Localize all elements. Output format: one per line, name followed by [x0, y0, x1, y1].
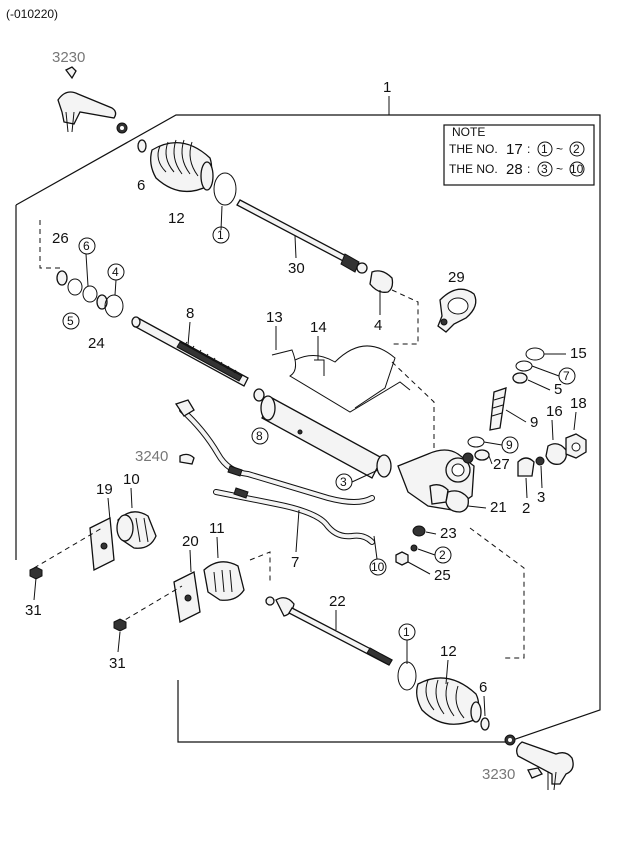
date-code: (-010220): [6, 7, 58, 21]
label-13: 13: [266, 309, 283, 326]
dust-boot-top: [137, 139, 237, 231]
note-line2-from: 3: [541, 162, 548, 176]
note-box: NOTE THE NO. 17 : 1 ~ 2 THE NO. 28 : 3 ~…: [443, 124, 595, 186]
label-1: 1: [383, 79, 391, 96]
tie-rod-end-bottom: [504, 734, 574, 791]
label-11: 11: [209, 520, 225, 537]
label-24: 24: [88, 335, 105, 352]
assembly-frame: [15, 96, 601, 743]
label-12-top: 12: [168, 210, 185, 227]
circled-8-text: 8: [256, 429, 263, 443]
mount-bracket-right: [173, 561, 245, 623]
label-3230-bottom: 3230: [482, 766, 515, 783]
note-line1-colon: :: [527, 142, 530, 156]
label-16: 16: [546, 403, 563, 420]
hose-assembly: [174, 399, 375, 545]
label-21: 21: [490, 499, 507, 516]
rack-shaft: [236, 199, 394, 293]
mount-bracket-left: [89, 511, 157, 572]
label-19: 19: [96, 481, 113, 498]
label-23: 23: [440, 525, 457, 542]
note-line1-to: 2: [573, 142, 580, 156]
circled-6: [78, 237, 96, 255]
label-10: 10: [123, 471, 140, 488]
label-3240: 3240: [135, 448, 168, 465]
note-line1-prefix: THE NO.: [449, 142, 498, 156]
label-26: 26: [52, 230, 69, 247]
label-15: 15: [570, 345, 587, 362]
label-25: 25: [434, 567, 451, 584]
label-12-bottom: 12: [440, 643, 457, 660]
circled-5: [62, 312, 80, 330]
label-22: 22: [329, 593, 346, 610]
circled-6-text: 6: [83, 239, 90, 253]
label-31-left: 31: [25, 602, 42, 619]
label-4: 4: [374, 317, 382, 334]
clamp-bracket: [437, 288, 477, 333]
circled-1-bottom-text: 1: [403, 625, 410, 639]
label-14: 14: [310, 319, 327, 336]
label-3: 3: [537, 489, 545, 506]
label-31-mid: 31: [109, 655, 126, 672]
inner-tie-rod-lower: [265, 596, 393, 666]
label-7: 7: [291, 554, 299, 571]
dust-boot-bottom: [397, 661, 490, 731]
note-line2-colon: :: [527, 162, 530, 176]
label-9: 9: [530, 414, 538, 431]
tie-rod-end-top: [57, 66, 128, 134]
circled-2-text: 2: [439, 548, 446, 562]
label-2: 2: [522, 500, 530, 517]
seal-rings-left: [56, 253, 124, 318]
adjuster-plug: [517, 433, 587, 477]
label-5: 5: [554, 381, 562, 398]
note-line2-to: 10: [570, 162, 584, 176]
note-line2-prefix: THE NO.: [449, 162, 498, 176]
feed-tubes: [271, 345, 411, 413]
label-30: 30: [288, 260, 305, 277]
note-line1-from: 1: [541, 142, 548, 156]
circled-1-top: [212, 226, 230, 244]
label-8: 8: [186, 305, 194, 322]
label-6-bottom: 6: [479, 679, 487, 696]
label-20: 20: [182, 533, 199, 550]
circled-10-text: 10: [371, 560, 385, 574]
label-29: 29: [448, 269, 465, 286]
gear-housing-tube: [260, 395, 392, 479]
label-18: 18: [570, 395, 587, 412]
circled-9-text: 9: [506, 438, 513, 452]
note-line1-number: 17: [506, 141, 523, 158]
label-6-top: 6: [137, 177, 145, 194]
label-27: 27: [493, 456, 510, 473]
note-line2-sep: ~: [556, 162, 563, 176]
circled-4-left-text: 4: [112, 265, 119, 279]
note-line2-number: 28: [506, 161, 523, 178]
label-3230-top: 3230: [52, 49, 85, 66]
circled-5-text: 5: [67, 314, 74, 328]
circled-8: [251, 427, 269, 445]
circled-7-text: 7: [563, 369, 570, 383]
circled-1-top-text: 1: [217, 228, 224, 242]
circled-3-text: 3: [340, 475, 347, 489]
note-line1-sep: ~: [556, 142, 563, 156]
note-title: NOTE: [452, 125, 485, 139]
rack-gear: [131, 316, 249, 387]
gear-housing: [397, 449, 475, 513]
circled-10: [369, 558, 387, 576]
